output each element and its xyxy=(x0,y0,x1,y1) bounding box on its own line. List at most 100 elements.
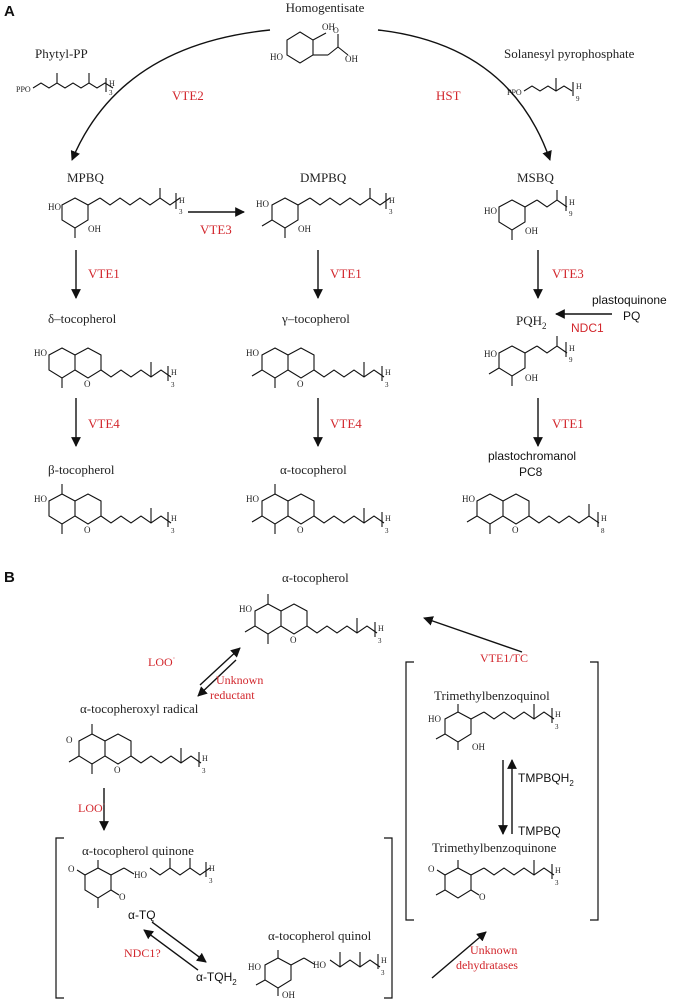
svg-text:HO: HO xyxy=(246,494,259,504)
arrow-hst xyxy=(377,29,552,161)
svg-text:O: O xyxy=(119,892,126,902)
svg-text:H: H xyxy=(381,956,387,965)
vte1-right-label: VTE1 xyxy=(552,416,584,431)
svg-text:OH: OH xyxy=(472,742,485,752)
panel-a-label: A xyxy=(4,3,15,20)
ndc1-label: NDC1 xyxy=(571,321,604,335)
svg-text:3: 3 xyxy=(381,969,385,977)
svg-text:H: H xyxy=(555,866,561,875)
svg-text:3: 3 xyxy=(555,879,559,887)
svg-text:H: H xyxy=(569,344,575,353)
quinone-label: α-tocopherol quinone xyxy=(82,843,194,858)
trimethylbenzoquinol-structure: HO OH H 3 xyxy=(428,704,561,752)
svg-text:PPO: PPO xyxy=(16,85,31,94)
trimethylbenzoquinol-label: Trimethylbenzoquinol xyxy=(434,688,550,703)
svg-text:HO: HO xyxy=(270,52,283,62)
svg-text:OH: OH xyxy=(322,22,335,32)
plastochromanol-label: plastochromanol xyxy=(488,449,576,463)
svg-text:9: 9 xyxy=(569,210,573,218)
svg-text:H: H xyxy=(202,754,208,763)
atq-label: α-TQ xyxy=(128,908,156,922)
loo-mid-label: LOO· xyxy=(78,800,105,815)
pc8-structure: HO O H 8 xyxy=(462,493,607,535)
svg-text:HO: HO xyxy=(34,348,47,358)
svg-text:H: H xyxy=(209,864,215,873)
svg-text:O: O xyxy=(333,26,339,35)
beta-tocopherol-structure: HO O H 3 xyxy=(34,484,177,535)
svg-text:OH: OH xyxy=(525,226,538,236)
svg-text:3: 3 xyxy=(389,208,393,216)
dmpbq-label: DMPBQ xyxy=(300,170,347,185)
phytyl-pp-label: Phytyl-PP xyxy=(35,46,88,61)
pc8-label: PC8 xyxy=(519,465,543,479)
beta-tocopherol-label: β-tocopherol xyxy=(48,462,115,477)
svg-text:O: O xyxy=(297,379,304,389)
unknown-reductant-line2: reductant xyxy=(210,688,255,702)
arrow-dehydratases xyxy=(431,931,487,979)
svg-text:H: H xyxy=(576,82,582,91)
trimethylbenzoquinone-structure: O O H 3 xyxy=(428,860,561,902)
vte4-left-label: VTE4 xyxy=(88,416,120,431)
alpha-tocopherol-structure-a: HO O H 3 xyxy=(246,484,391,535)
svg-text:O: O xyxy=(66,735,73,745)
alpha-tocopherol-label-b: α-tocopherol xyxy=(282,570,349,585)
svg-text:H: H xyxy=(569,198,575,207)
svg-text:HO: HO xyxy=(428,714,441,724)
svg-text:HO: HO xyxy=(313,960,326,970)
msbq-structure: HO OH H 9 xyxy=(484,190,575,240)
trimethylbenzoquinone-label: Trimethylbenzoquinone xyxy=(432,840,557,855)
solanesyl-pp-label: Solanesyl pyrophosphate xyxy=(504,46,635,61)
svg-text:H: H xyxy=(171,514,177,523)
msbq-label: MSBQ xyxy=(517,170,554,185)
vte2-label: VTE2 xyxy=(172,88,204,103)
bracket-right-open xyxy=(405,661,414,921)
svg-text:3: 3 xyxy=(202,767,206,775)
svg-text:3: 3 xyxy=(378,637,382,645)
svg-text:O: O xyxy=(84,379,91,389)
pqh2-label: PQH2 xyxy=(516,313,547,331)
gamma-tocopherol-structure: HO O H 3 xyxy=(246,347,391,389)
mpbq-label: MPBQ xyxy=(67,170,104,185)
svg-text:H: H xyxy=(385,368,391,377)
bracket-left-close xyxy=(384,837,393,999)
svg-text:3: 3 xyxy=(171,527,175,535)
vte1-tc-label: VTE1/TC xyxy=(480,651,528,665)
svg-text:3: 3 xyxy=(555,723,559,731)
svg-text:3: 3 xyxy=(171,381,175,389)
svg-text:HO: HO xyxy=(246,348,259,358)
phytyl-pp-structure: PPO H 3 xyxy=(16,73,115,97)
svg-text:HO: HO xyxy=(134,870,147,880)
arrow-loo-top xyxy=(197,659,237,697)
tmpbqh2-label: TMPBQH2 xyxy=(518,771,574,788)
homogentisate-structure: OH OH O HO xyxy=(270,22,358,64)
svg-text:PPO: PPO xyxy=(507,88,522,97)
svg-text:H: H xyxy=(171,368,177,377)
svg-text:3: 3 xyxy=(109,89,113,97)
svg-text:HO: HO xyxy=(462,494,475,504)
homogentisate-label: Homogentisate xyxy=(286,0,365,15)
arrow-vte2 xyxy=(70,29,271,161)
svg-text:HO: HO xyxy=(256,199,269,209)
bracket-right-close xyxy=(590,661,599,921)
gamma-tocopherol-label: γ–tocopherol xyxy=(281,311,350,326)
svg-text:OH: OH xyxy=(345,54,358,64)
svg-text:3: 3 xyxy=(385,527,389,535)
quinol-label: α-tocopherol quinol xyxy=(268,928,372,943)
svg-text:O: O xyxy=(84,525,91,535)
arrow-vte1-tc xyxy=(423,616,523,653)
atqh2-label: α-TQH2 xyxy=(196,970,237,987)
pqh2-structure: HO OH H 9 xyxy=(484,336,575,386)
unknown-reductant-line1: Unknown xyxy=(216,673,263,687)
svg-text:9: 9 xyxy=(569,356,573,364)
svg-text:H: H xyxy=(555,710,561,719)
delta-tocopherol-structure: HO O H 3 xyxy=(34,347,177,389)
svg-text:HO: HO xyxy=(48,202,61,212)
arrow-reductant xyxy=(199,647,241,686)
panel-b-label: B xyxy=(4,569,15,586)
svg-text:H: H xyxy=(385,514,391,523)
vte4-mid-label: VTE4 xyxy=(330,416,362,431)
svg-text:HO: HO xyxy=(239,604,252,614)
radical-label: α-tocopheroxyl radical xyxy=(80,701,199,716)
svg-text:O: O xyxy=(68,864,75,874)
svg-text:H: H xyxy=(389,196,395,205)
